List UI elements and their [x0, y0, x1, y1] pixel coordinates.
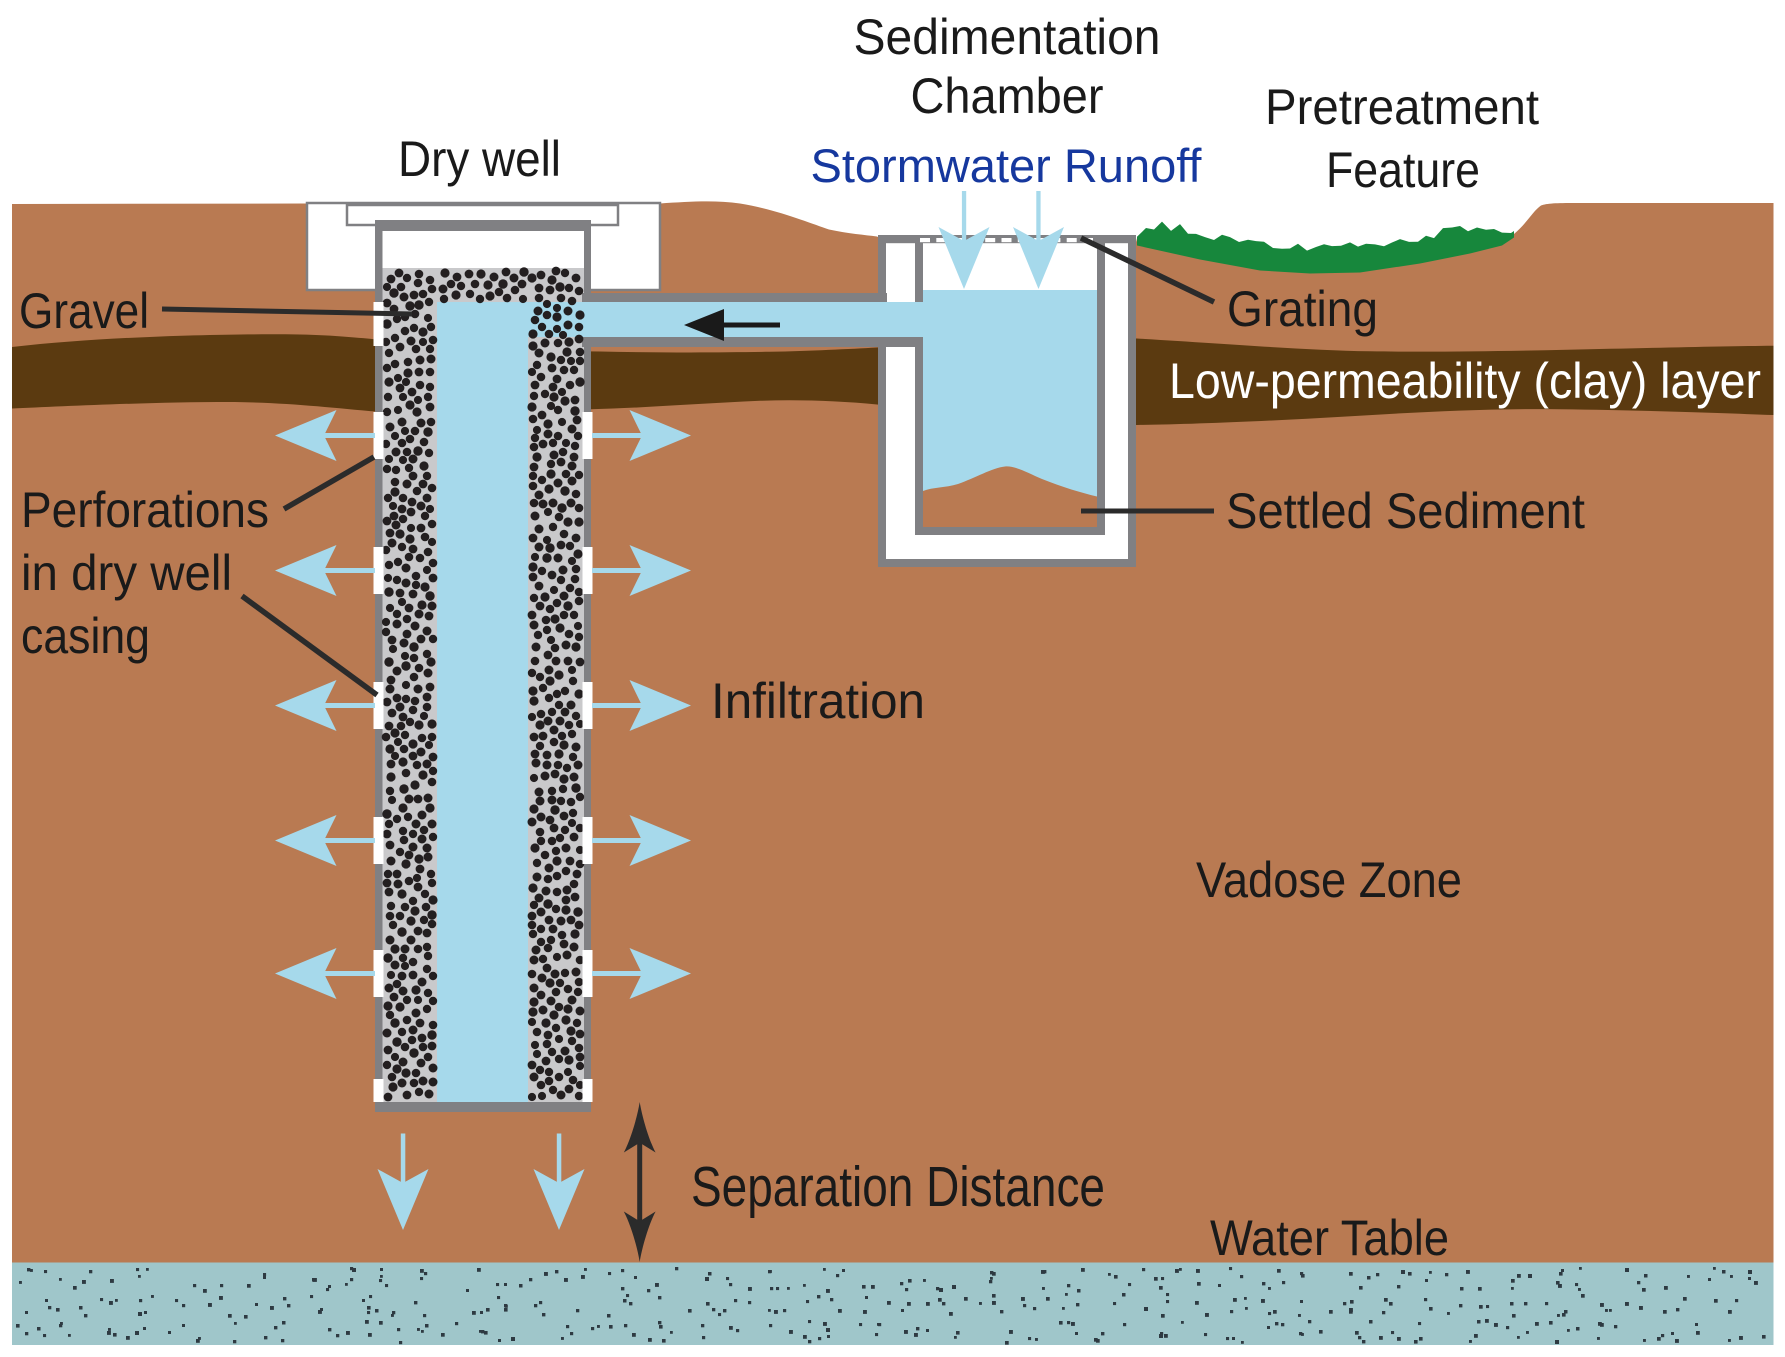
svg-text:Perforations: Perforations: [21, 482, 269, 538]
svg-text:Water Table: Water Table: [1210, 1210, 1449, 1266]
svg-text:Settled Sediment: Settled Sediment: [1226, 483, 1585, 539]
svg-text:Grating: Grating: [1227, 281, 1378, 337]
svg-text:Low-permeability (clay) layer: Low-permeability (clay) layer: [1169, 353, 1761, 409]
svg-text:Infiltration: Infiltration: [711, 673, 925, 729]
svg-text:Dry well: Dry well: [398, 131, 561, 187]
svg-text:Vadose Zone: Vadose Zone: [1196, 852, 1462, 908]
svg-text:Gravel: Gravel: [19, 283, 149, 339]
svg-text:Feature: Feature: [1326, 142, 1480, 198]
svg-text:Sedimentation: Sedimentation: [854, 9, 1161, 65]
svg-text:Stormwater Runoff: Stormwater Runoff: [811, 139, 1203, 192]
svg-text:casing: casing: [21, 608, 150, 664]
svg-text:Pretreatment: Pretreatment: [1265, 79, 1539, 135]
svg-text:Chamber: Chamber: [911, 68, 1104, 124]
svg-text:in dry well: in dry well: [21, 545, 232, 601]
svg-text:Separation Distance: Separation Distance: [691, 1155, 1105, 1219]
